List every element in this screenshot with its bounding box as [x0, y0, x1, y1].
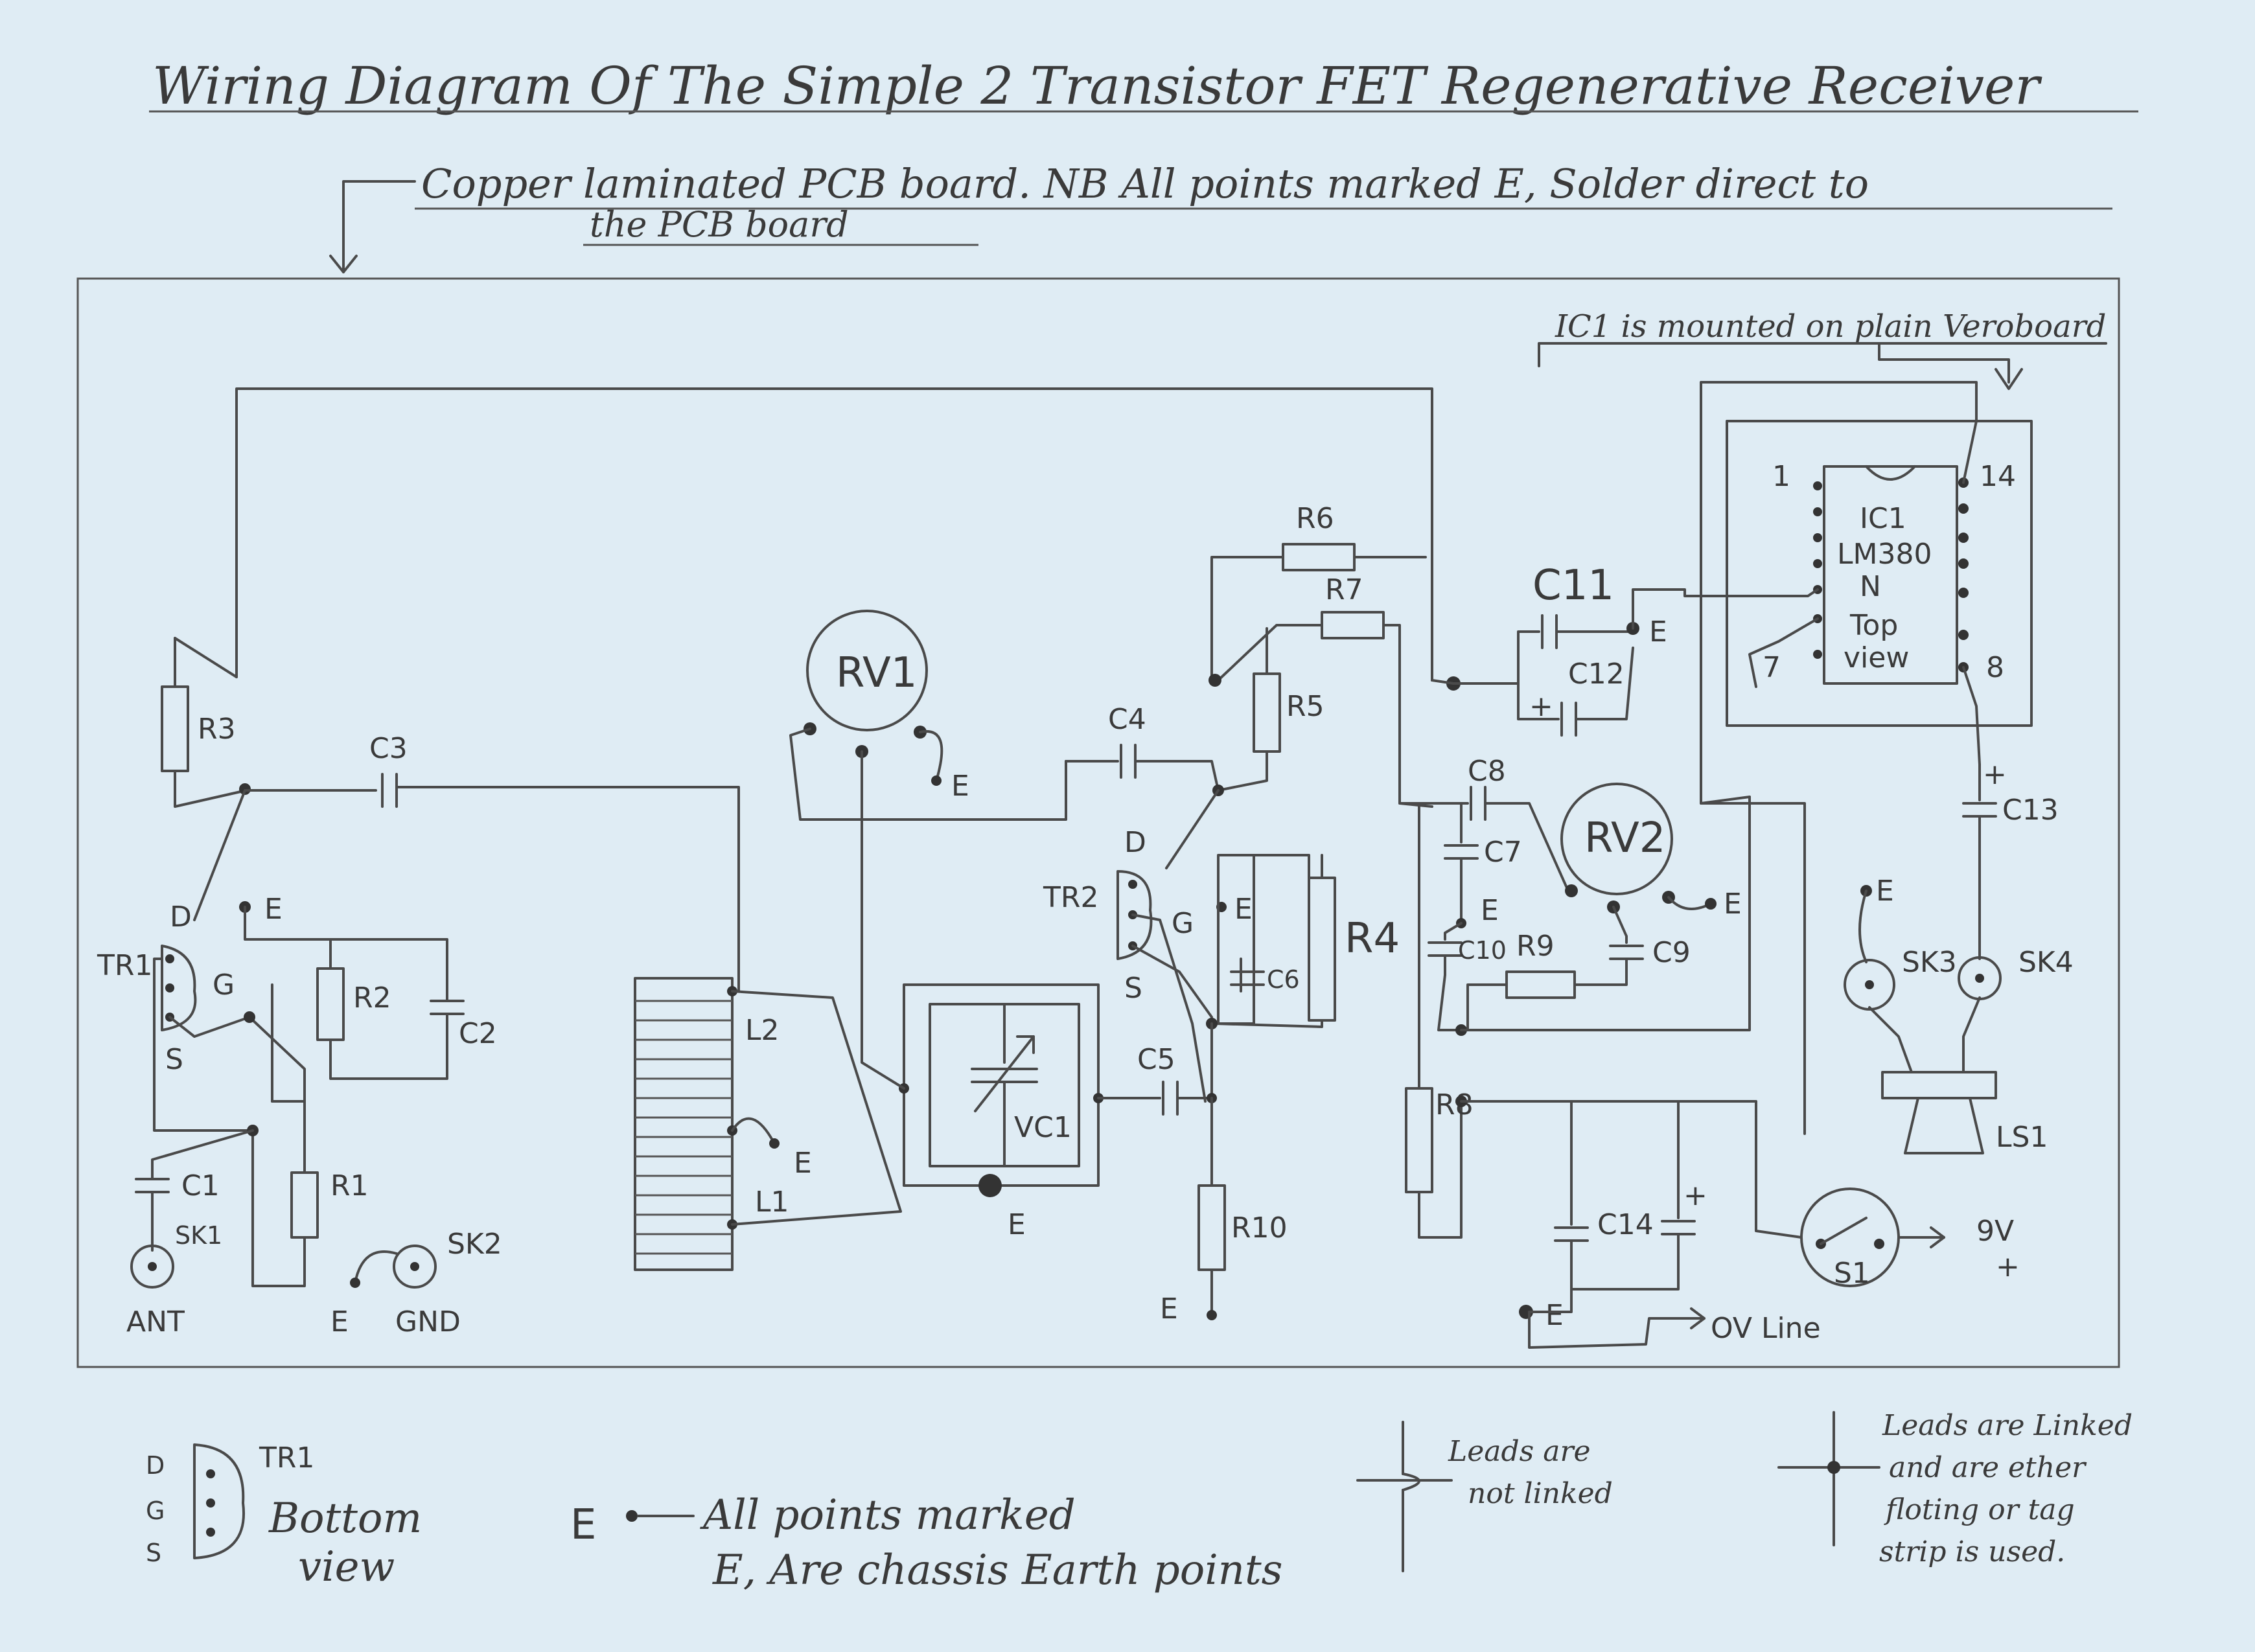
earth-tr2: E [1234, 893, 1253, 926]
plus-c14b: + [1683, 1179, 1707, 1212]
legend-tr1-sub1: Bottom [268, 1495, 422, 1543]
ic1-package [1823, 465, 1958, 685]
ic1-pin-1: 1 [1772, 460, 1790, 493]
diagram-title: Wiring Diagram Of The Simple 2 Transisto… [152, 56, 2042, 116]
earth-sk3: E [1876, 875, 1894, 908]
label-c14: C14 [1597, 1208, 1654, 1241]
label-r9: R9 [1516, 930, 1555, 963]
legend-g: G [146, 1497, 165, 1525]
label-c12: C12 [1568, 658, 1625, 691]
label-r10: R10 [1231, 1211, 1288, 1245]
earth-0v: E [1545, 1299, 1564, 1332]
ic1-view-2: view [1844, 641, 1909, 674]
pin-d-tr2: D [1124, 826, 1146, 859]
earth-rv1: E [951, 770, 969, 803]
coil-former [634, 977, 734, 1271]
legend-linked-line1: Leads are Linked [1882, 1409, 2133, 1442]
pcb-board-outline [76, 277, 2120, 1368]
ic1-part: LM380 [1837, 538, 1932, 571]
legend-s: S [146, 1539, 161, 1567]
legend-e: E [570, 1501, 596, 1549]
legend-earth-line2: E, Are chassis Earth points [712, 1546, 1283, 1594]
label-0v-line: OV Line [1711, 1312, 1821, 1345]
pin-g-tr2: G [1172, 907, 1194, 940]
label-tr1: TR1 [97, 949, 152, 982]
label-l2: L2 [745, 1014, 780, 1047]
label-r7: R7 [1325, 573, 1363, 606]
label-c13: C13 [2002, 794, 2059, 827]
label-c5: C5 [1137, 1043, 1175, 1076]
pin-d-tr1: D [170, 901, 192, 934]
label-rv2: RV2 [1584, 814, 1665, 862]
ic-note: IC1 is mounted on plain Veroboard [1555, 308, 2106, 345]
legend-notlinked-line2: not linked [1468, 1477, 1613, 1510]
veroboard [1726, 420, 2033, 727]
label-sk2: SK2 [447, 1228, 502, 1261]
subtitle-line-1: Copper laminated PCB board. NB All point… [421, 160, 1869, 207]
earth-l1: E [794, 1147, 812, 1180]
label-l1: L1 [755, 1186, 789, 1219]
earth-c11: E [1649, 615, 1667, 648]
label-c10: C10 [1458, 936, 1507, 965]
label-c9: C9 [1652, 936, 1691, 969]
label-gnd: GND [395, 1305, 461, 1338]
plus-c12: + [1529, 690, 1553, 723]
pin-s-tr1: S [165, 1043, 183, 1076]
ic1-suffix: N [1860, 570, 1881, 603]
label-r1: R1 [330, 1169, 369, 1202]
plus-9v: + [1996, 1250, 2020, 1283]
label-s1: S1 [1834, 1257, 1870, 1290]
label-ls1: LS1 [1996, 1121, 2048, 1154]
earth-r10: E [1160, 1292, 1178, 1325]
label-c3: C3 [369, 732, 408, 765]
legend-d: D [146, 1451, 165, 1480]
label-r3: R3 [198, 713, 236, 746]
earth-rv2: E [1724, 888, 1742, 921]
label-r8: R8 [1435, 1088, 1474, 1121]
legend-earth-line1: All points marked [700, 1491, 1076, 1539]
legend-linked-line2: and are ether [1889, 1451, 2087, 1484]
pin-g-tr1: G [213, 969, 235, 1002]
coil-windings [635, 1000, 732, 1255]
label-sk1: SK1 [175, 1221, 222, 1250]
label-ant: ANT [126, 1305, 185, 1338]
ic1-pins-left [1813, 481, 1822, 659]
legend-linked-line3: floting or tag [1884, 1493, 2075, 1526]
ic1-pin-14: 14 [1980, 460, 2016, 493]
label-rv1: RV1 [836, 649, 917, 697]
legend-tr1-sub2: view [298, 1543, 395, 1591]
earth-tr1: E [264, 893, 283, 926]
label-tr2: TR2 [1043, 881, 1098, 914]
label-c1: C1 [181, 1169, 220, 1202]
subtitle-line-2: the PCB board [590, 204, 849, 245]
pin-s-tr2: S [1124, 972, 1142, 1005]
label-r5: R5 [1286, 690, 1324, 723]
label-c4: C4 [1108, 703, 1146, 736]
ic1-name: IC1 [1860, 502, 1906, 535]
ic1-pin-8: 8 [1986, 651, 2004, 684]
label-r2: R2 [353, 981, 391, 1015]
legend-notlinked-line1: Leads are [1448, 1435, 1591, 1468]
legend-tr1-title: TR1 [259, 1441, 314, 1474]
legend-linked-line4: strip is used. [1879, 1535, 2065, 1568]
label-sk4: SK4 [2018, 946, 2074, 979]
label-9v: 9V [1976, 1215, 2014, 1248]
label-c7: C7 [1484, 836, 1522, 869]
ic1-view-1: Top [1849, 609, 1898, 642]
label-r6: R6 [1296, 502, 1334, 535]
ic1-pin-7: 7 [1763, 651, 1781, 684]
label-vc1: VC1 [1014, 1111, 1072, 1144]
label-c6: C6 [1267, 965, 1300, 994]
label-r4: R4 [1345, 915, 1400, 963]
plus-c13: + [1983, 758, 2007, 791]
label-c2: C2 [459, 1017, 497, 1050]
label-c11: C11 [1532, 562, 1614, 610]
earth-c7: E [1481, 894, 1499, 927]
label-sk3: SK3 [1902, 946, 1957, 979]
earth-vc1: E [1008, 1208, 1026, 1241]
earth-sk2: E [330, 1305, 349, 1338]
label-c8: C8 [1468, 755, 1506, 788]
ic1-pins-right [1958, 477, 1969, 672]
